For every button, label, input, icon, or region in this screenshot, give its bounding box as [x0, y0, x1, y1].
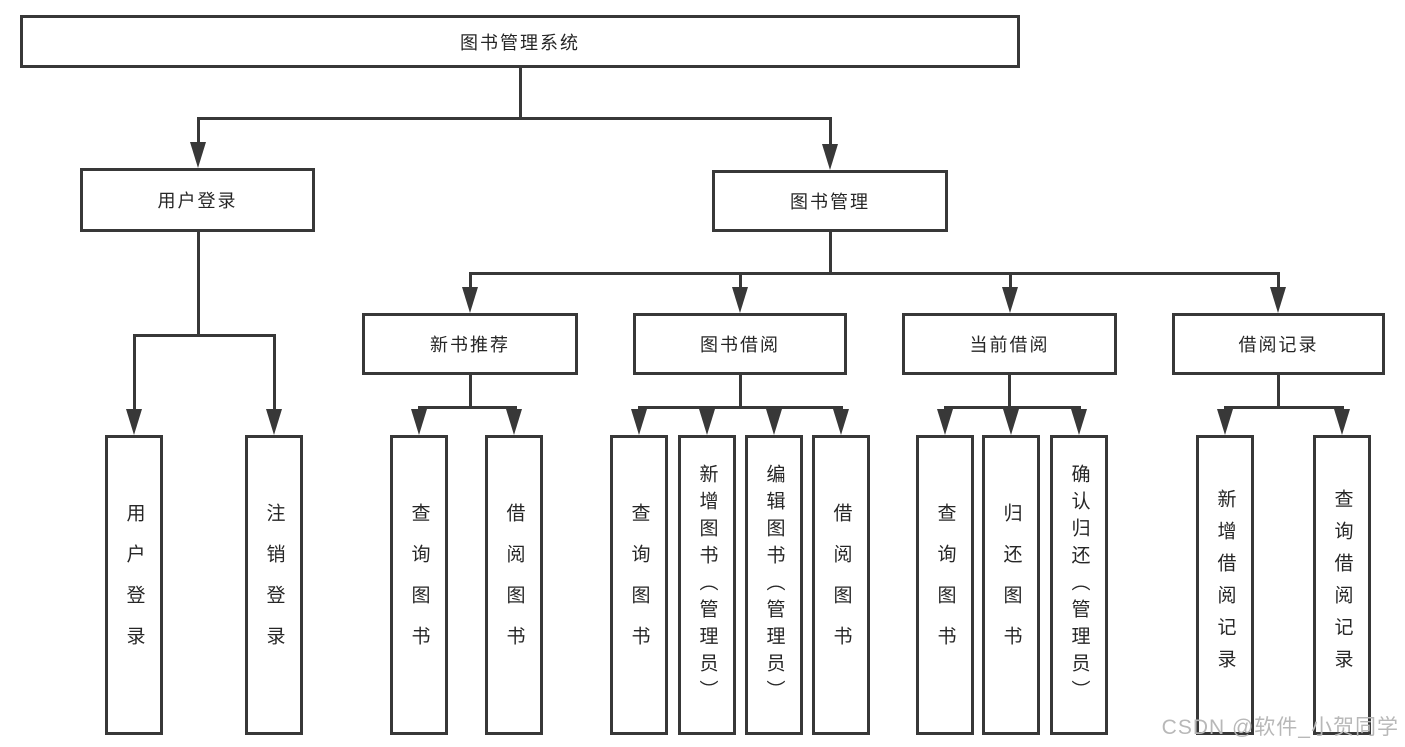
connector-line	[739, 272, 742, 292]
leaf-borrow-books-recommend: 借阅图书	[485, 435, 543, 735]
node-label: 用户登录	[123, 503, 145, 667]
connector-line	[519, 68, 522, 118]
node-label: 新增图书（管理员）	[696, 463, 718, 707]
node-new-book-recommend: 新书推荐	[362, 313, 578, 375]
node-label: 当前借阅	[969, 335, 1050, 355]
connector-line	[739, 375, 742, 408]
arrow-down-icon	[699, 409, 715, 435]
connector-line	[1277, 272, 1280, 292]
arrow-down-icon	[1270, 287, 1286, 313]
node-label: 注销登录	[263, 503, 285, 667]
watermark: CSDN @软件_小贺同学	[1161, 716, 1399, 739]
connector-line	[829, 117, 832, 147]
connector-line	[469, 272, 1280, 275]
connector-line	[1224, 406, 1344, 409]
node-label: 借阅图书	[503, 503, 525, 667]
node-label: 图书管理	[790, 192, 870, 212]
arrow-down-icon	[126, 409, 142, 435]
arrow-down-icon	[631, 409, 647, 435]
connector-line	[197, 232, 200, 336]
leaf-confirm-return-admin: 确认归还（管理员）	[1050, 435, 1108, 735]
connector-line	[1008, 375, 1011, 408]
node-label: 图书借阅	[700, 335, 780, 355]
node-book-borrowing: 图书借阅	[633, 313, 847, 375]
arrow-down-icon	[1217, 409, 1233, 435]
arrow-down-icon	[462, 287, 478, 313]
arrow-down-icon	[190, 142, 206, 168]
connector-line	[418, 406, 517, 409]
node-current-borrowing: 当前借阅	[902, 313, 1117, 375]
node-root-library-system: 图书管理系统	[20, 15, 1020, 68]
arrow-down-icon	[833, 409, 849, 435]
connector-line	[1277, 375, 1280, 408]
connector-line	[133, 334, 276, 337]
arrow-down-icon	[766, 409, 782, 435]
node-borrow-records: 借阅记录	[1172, 313, 1385, 375]
connector-line	[638, 406, 843, 409]
node-user-login-branch: 用户登录	[80, 168, 315, 232]
node-label: 借阅记录	[1238, 335, 1319, 355]
arrow-down-icon	[411, 409, 427, 435]
connector-line	[197, 117, 200, 147]
arrow-down-icon	[937, 409, 953, 435]
connector-line	[469, 375, 472, 408]
node-label: 查询图书	[408, 503, 430, 667]
node-label: 借阅图书	[830, 503, 852, 667]
leaf-logout: 注销登录	[245, 435, 303, 735]
node-label: 归还图书	[1000, 503, 1022, 667]
node-book-management-branch: 图书管理	[712, 170, 948, 232]
arrow-down-icon	[732, 287, 748, 313]
node-label: 新增借阅记录	[1214, 489, 1236, 681]
leaf-borrow-books: 借阅图书	[812, 435, 870, 735]
leaf-query-books-current: 查询图书	[916, 435, 974, 735]
leaf-return-books: 归还图书	[982, 435, 1040, 735]
leaf-edit-books-admin: 编辑图书（管理员）	[745, 435, 803, 735]
node-label: 用户登录	[157, 191, 238, 211]
node-label: 查询图书	[934, 503, 956, 667]
leaf-query-books-recommend: 查询图书	[390, 435, 448, 735]
connector-line	[273, 334, 276, 412]
arrow-down-icon	[1071, 409, 1087, 435]
connector-line	[829, 232, 832, 274]
node-label: 查询借阅记录	[1331, 489, 1353, 681]
node-label: 图书管理系统	[460, 32, 580, 53]
node-label: 新书推荐	[430, 335, 510, 355]
connector-line	[469, 272, 472, 292]
connector-line	[133, 334, 136, 412]
arrow-down-icon	[1334, 409, 1350, 435]
node-label: 编辑图书（管理员）	[763, 463, 785, 707]
node-label: 查询图书	[628, 503, 650, 667]
connector-line	[197, 117, 832, 120]
leaf-user-login: 用户登录	[105, 435, 163, 735]
arrow-down-icon	[1003, 409, 1019, 435]
arrow-down-icon	[1002, 287, 1018, 313]
leaf-query-borrow-record: 查询借阅记录	[1313, 435, 1371, 735]
arrow-down-icon	[506, 409, 522, 435]
arrow-down-icon	[822, 144, 838, 170]
leaf-add-books-admin: 新增图书（管理员）	[678, 435, 736, 735]
connector-line	[1009, 272, 1012, 292]
node-label: 确认归还（管理员）	[1068, 463, 1090, 707]
leaf-add-borrow-record: 新增借阅记录	[1196, 435, 1254, 735]
arrow-down-icon	[266, 409, 282, 435]
leaf-query-books-borrowing: 查询图书	[610, 435, 668, 735]
